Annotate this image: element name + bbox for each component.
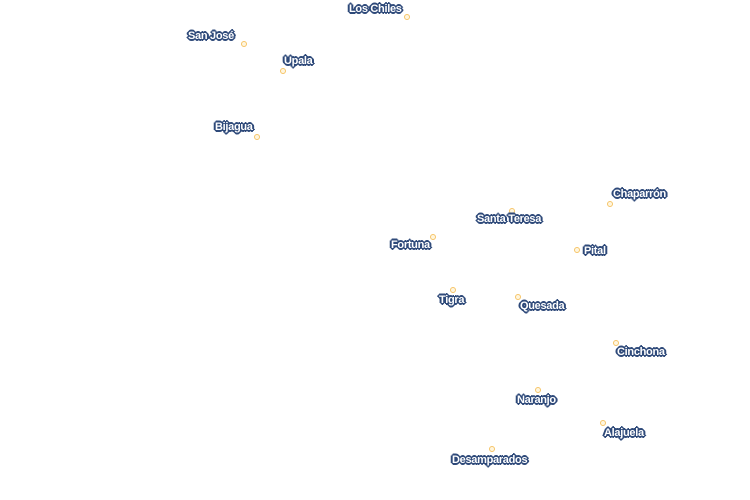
place-marker-icon[interactable] xyxy=(430,234,436,240)
place-label: Fortuna xyxy=(391,239,430,251)
place-marker-icon[interactable] xyxy=(404,14,410,20)
place-marker-icon[interactable] xyxy=(535,387,541,393)
place-label: Pital xyxy=(584,245,606,257)
place-marker-icon[interactable] xyxy=(450,287,456,293)
place-marker-icon[interactable] xyxy=(607,201,613,207)
place-label: San José xyxy=(188,30,234,42)
place-marker-icon[interactable] xyxy=(489,446,495,452)
place-marker-icon[interactable] xyxy=(509,208,515,214)
place-label: Naranjo xyxy=(517,394,556,406)
place-marker-icon[interactable] xyxy=(613,340,619,346)
place-label: Cinchona xyxy=(617,346,665,358)
place-marker-icon[interactable] xyxy=(574,247,580,253)
place-marker-icon[interactable] xyxy=(600,420,606,426)
place-marker-icon[interactable] xyxy=(515,294,521,300)
place-label: Quesada xyxy=(520,300,565,312)
place-label: Santa Teresa xyxy=(477,213,542,225)
place-marker-icon[interactable] xyxy=(241,41,247,47)
place-label: Chaparrón xyxy=(613,188,666,200)
place-label: Alajuela xyxy=(604,427,644,439)
place-marker-icon[interactable] xyxy=(280,68,286,74)
place-label: Bijagua xyxy=(215,121,253,133)
place-label: Los Chiles xyxy=(349,3,402,15)
place-label: Desamparados xyxy=(452,454,528,466)
place-label: Upala xyxy=(284,55,313,67)
place-marker-icon[interactable] xyxy=(254,134,260,140)
place-label: Tigra xyxy=(439,294,465,306)
